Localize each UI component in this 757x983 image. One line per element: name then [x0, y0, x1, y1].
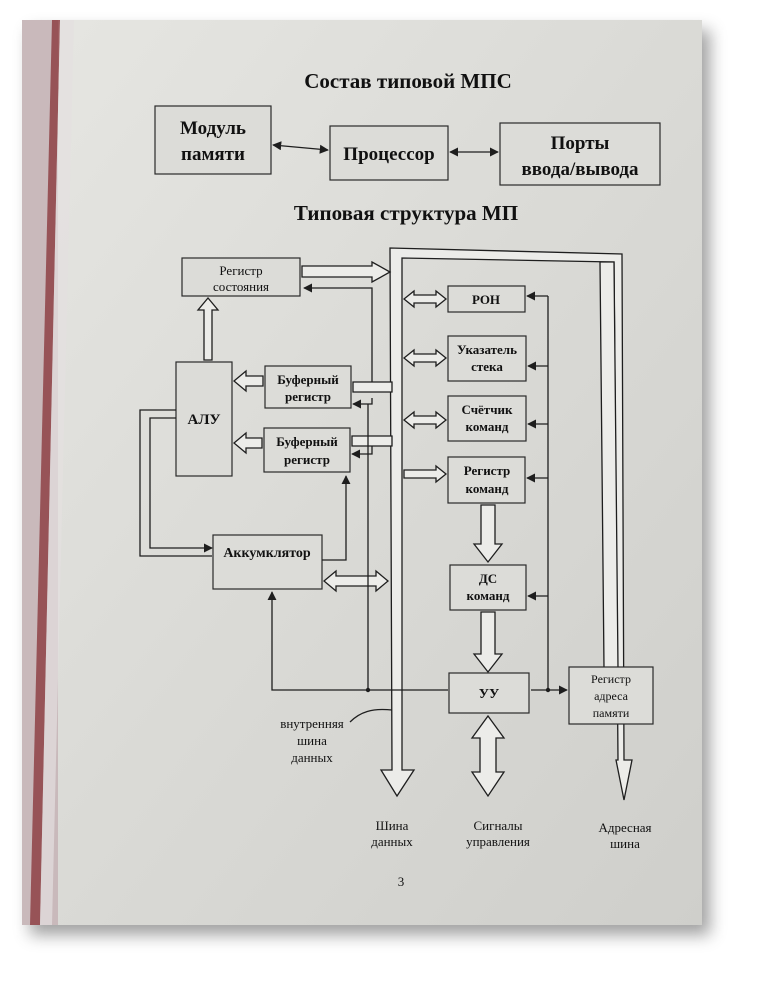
- decoder-label-1: ДС: [479, 571, 497, 586]
- decoder-to-cu-arrow: [472, 611, 504, 674]
- buffer2-to-alu-arrow: [232, 431, 263, 455]
- alu-label: АЛУ: [187, 412, 220, 428]
- address-register-label-3: памяти: [593, 706, 630, 720]
- accumulator-bus-arrow: [322, 569, 390, 593]
- address-register-label-1: Регистр: [591, 672, 631, 686]
- memory-module-label-2: памяти: [181, 144, 245, 165]
- ir-to-decoder-arrow: [472, 504, 504, 564]
- status-to-bus-arrow: [301, 260, 392, 284]
- buffer-register-2-label-2: регистр: [284, 452, 330, 467]
- internal-bus-label-3: данных: [291, 750, 333, 765]
- memory-module-block: Модуль памяти: [154, 105, 272, 175]
- control-signals-label-1: Сигналы: [473, 818, 522, 833]
- memory-processor-link: [272, 141, 329, 154]
- memory-module-label-1: Модуль: [180, 118, 246, 139]
- buffer-register-1-label-1: Буферный: [277, 372, 339, 387]
- control-unit-block: УУ: [448, 672, 530, 714]
- alu-to-status-arrow: [196, 296, 220, 361]
- control-signals-label-2: управления: [466, 834, 530, 849]
- program-counter-block: Счётчик команд: [447, 395, 527, 442]
- control-signals-arrow: [470, 714, 506, 798]
- program-counter-label-2: команд: [466, 419, 509, 434]
- data-bus-label-1: Шина: [376, 818, 409, 833]
- buffer-register-2-label-1: Буферный: [276, 434, 338, 449]
- accumulator-label: Аккумклятор: [223, 546, 311, 561]
- address-register-block: Регистр адреса памяти: [568, 666, 654, 725]
- address-bus-label-1: Адресная: [598, 820, 651, 835]
- control-unit-label: УУ: [479, 687, 500, 702]
- stack-pointer-block: Указатель стека: [447, 335, 527, 382]
- stack-pointer-label-1: Указатель: [457, 342, 517, 357]
- address-bus-label-2: шина: [610, 836, 640, 851]
- address-register-label-2: адреса: [594, 689, 629, 703]
- processor-block: Процессор: [329, 125, 449, 181]
- internal-bus-label-1: внутренняя: [280, 716, 344, 731]
- internal-bus-label-2: шина: [297, 733, 327, 748]
- status-register-block: Регистр состояния: [181, 257, 301, 297]
- ron-label: РОН: [472, 292, 500, 307]
- processor-label: Процессор: [343, 144, 434, 165]
- instruction-register-label-2: команд: [466, 481, 509, 496]
- mps-title: Состав типовой МПС: [304, 69, 512, 93]
- accumulator-block: Аккумклятор: [212, 534, 323, 590]
- io-ports-label-2: ввода/вывода: [521, 159, 639, 180]
- status-register-label-2: состояния: [213, 279, 269, 294]
- instruction-register-block: Регистр команд: [447, 456, 526, 504]
- buffer-register-1-block: Буферный регистр: [264, 365, 352, 409]
- io-ports-block: Порты ввода/вывода: [499, 122, 661, 186]
- alu-block: АЛУ: [175, 361, 233, 477]
- ron-block: РОН: [447, 285, 526, 313]
- mp-structure-title: Типовая структура МП: [294, 201, 518, 225]
- stack-pointer-label-2: стека: [471, 359, 503, 374]
- bus-to-buffer1: [352, 381, 393, 393]
- decoder-label-2: команд: [467, 588, 510, 603]
- page-number: 3: [398, 874, 405, 889]
- instruction-register-label-1: Регистр: [464, 463, 510, 478]
- decoder-block: ДС команд: [449, 564, 527, 611]
- data-bus-label-2: данных: [371, 834, 413, 849]
- bus-to-buffer2: [351, 435, 393, 447]
- bus-to-register-arrows: [402, 289, 448, 484]
- buffer-register-1-label-2: регистр: [285, 389, 331, 404]
- binder-stripe: [30, 20, 60, 925]
- buffer1-to-alu-arrow: [232, 369, 264, 393]
- program-counter-label-1: Счётчик: [461, 402, 513, 417]
- io-ports-label-1: Порты: [551, 133, 610, 154]
- buffer-register-2-block: Буферный регистр: [263, 427, 351, 473]
- status-register-label-1: Регистр: [219, 263, 262, 278]
- alu-to-accumulator-line: [149, 417, 213, 553]
